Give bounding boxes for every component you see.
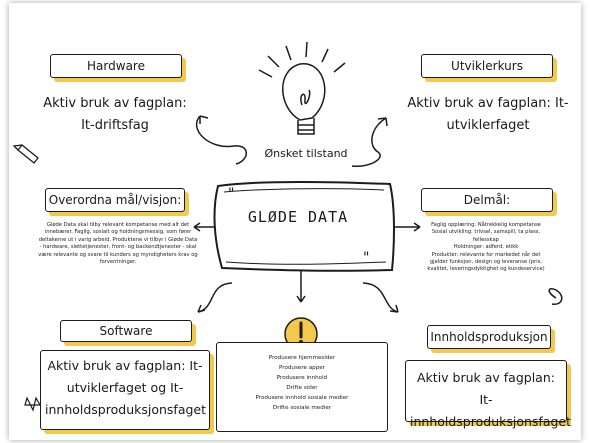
goals-title: Overordna mål/visjon: <box>48 193 182 207</box>
content-production-description: Aktiv bruk av fagplan: It-innholdsproduk… <box>410 370 572 429</box>
hardware-title-box: Hardware <box>50 54 182 78</box>
activity-item: Produsere innhold <box>276 375 328 381</box>
software-description: Aktiv bruk av fagplan: It-utviklerfaget … <box>45 358 207 417</box>
activity-item: Drifte sosiale medier <box>272 405 332 411</box>
center-title: GLØDE DATA <box>247 208 349 226</box>
sub-goal-line: kvalitet, leveringsdyktighet og kundeser… <box>427 266 545 273</box>
software-title-box: Software <box>60 320 192 342</box>
developer-course-description: Aktiv bruk av fagplan: It-utviklerfaget <box>407 96 569 133</box>
software-description-box: Aktiv bruk av fagplan: It-utviklerfaget … <box>40 350 210 430</box>
developer-course-title-box: Utviklerkurs <box>421 54 553 78</box>
sub-goals-title: Delmål: <box>463 193 511 207</box>
desired-state-label: Ønsket tilstand <box>264 147 348 160</box>
sub-goal-line: Holdninger: adferd, etikk <box>453 244 519 251</box>
sub-goals-title-box: Delmål: <box>421 188 553 212</box>
connector-arrows <box>193 115 563 313</box>
activity-item: Produsere hjemmesider <box>268 355 336 361</box>
lightbulb-icon <box>258 41 346 135</box>
sub-goal-line: fellesskap <box>473 236 499 243</box>
developer-course-title: Utviklerkurs <box>451 59 523 73</box>
hardware-description: Aktiv bruk av fagplan: It-driftsfag <box>43 96 187 133</box>
quote-open: " <box>228 186 235 202</box>
content-production-title-box: Innholdsproduksjon <box>427 325 551 349</box>
goals-title-box: Overordna mål/visjon: <box>45 188 185 212</box>
star-doodle-icon <box>24 396 42 412</box>
center-scroll <box>213 181 395 272</box>
sub-goal-line: Sosial utvikling: trivsel, samspill, ta … <box>431 229 541 236</box>
hardware-title: Hardware <box>87 59 145 73</box>
software-title: Software <box>99 324 153 338</box>
sub-goal-line: Faglig opplæring: Nåtrekkelig kompetanse <box>431 222 541 228</box>
sub-goals-list: Faglig opplæring: Nåtrekkelig kompetanse… <box>400 222 572 274</box>
activities-box: Produsere hjemmesider Produsere apper Pr… <box>216 342 388 432</box>
content-production-title: Innholdsproduksjon <box>430 330 548 344</box>
sub-goal-line: Produkter: relevante for markedet når de… <box>431 251 541 258</box>
pencil-icon <box>12 144 39 164</box>
activity-item: Drifte sider <box>286 385 318 391</box>
sub-goal-line: gjelder funksjon, design og leveranse (p… <box>429 259 543 266</box>
content-production-description-box: Aktiv bruk av fagplan: It-innholdsproduk… <box>405 360 571 429</box>
goals-text: Gløde Data skal tilby relevant kompetans… <box>38 222 198 266</box>
activity-item: Produsere innhold sosiale medier <box>255 395 349 401</box>
quote-close: " <box>363 250 370 266</box>
activity-item: Produsere apper <box>279 365 325 371</box>
